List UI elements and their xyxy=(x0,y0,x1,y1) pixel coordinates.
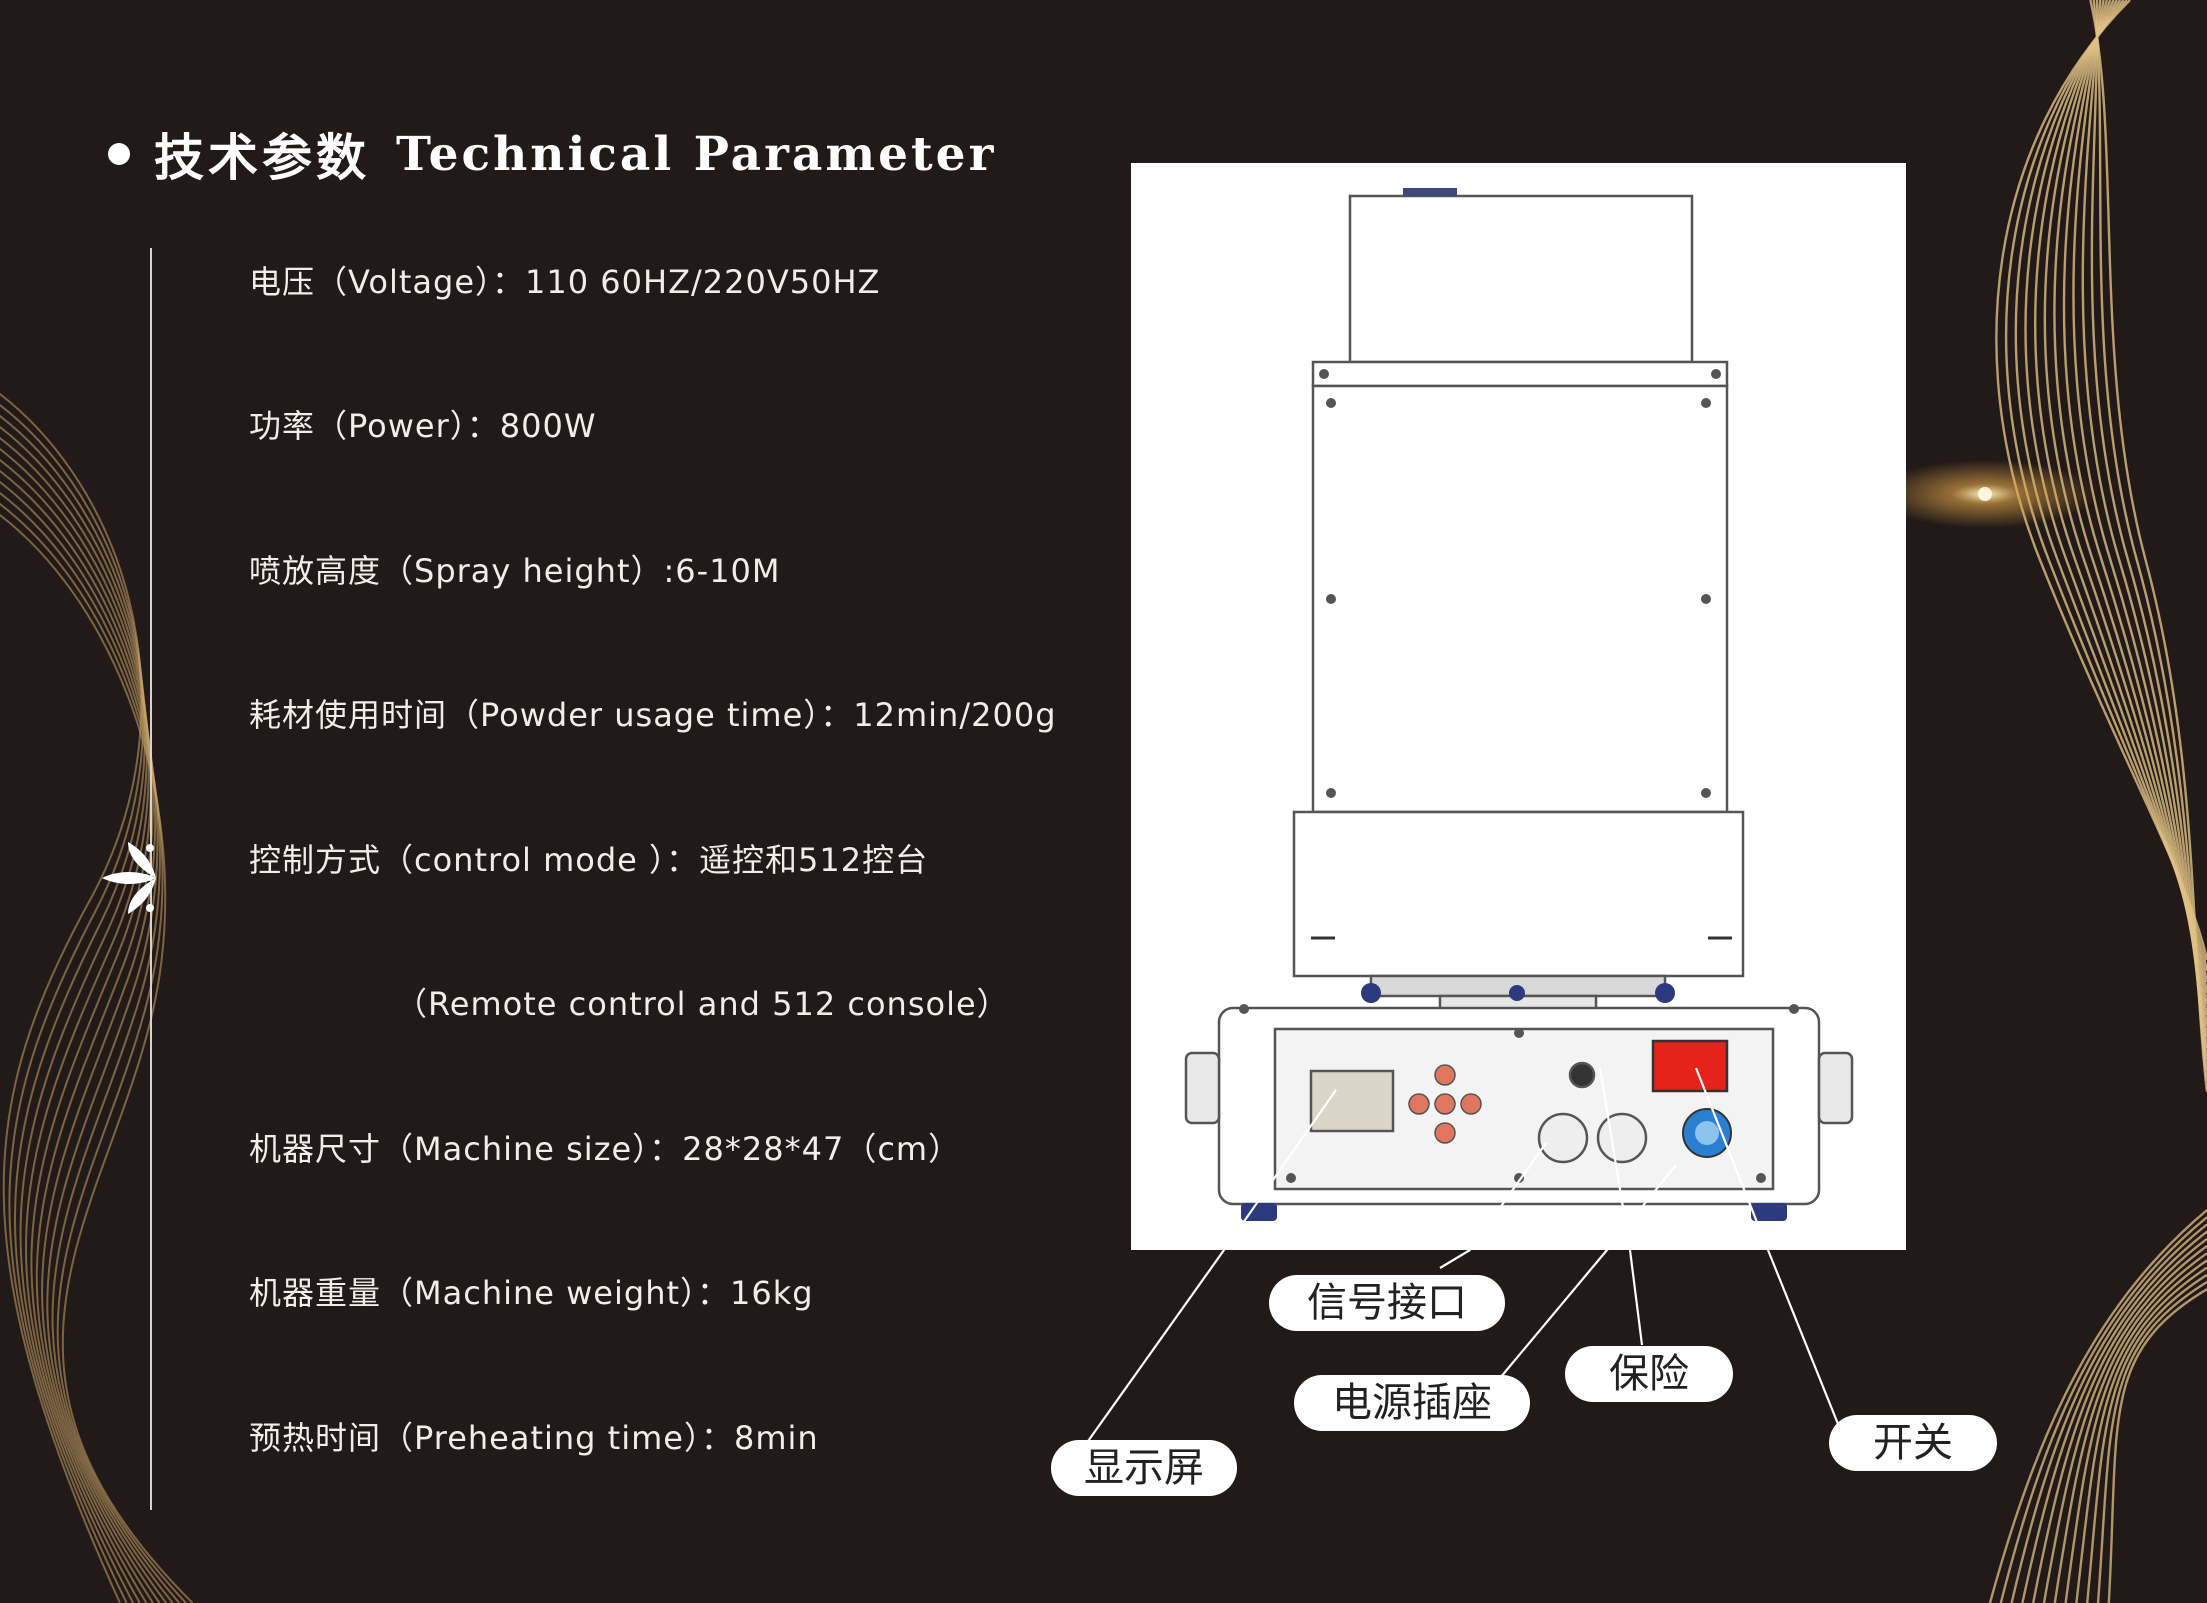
machine-drawing xyxy=(1184,188,1854,1221)
param-control-mode-english: （Remote control and 512 console） xyxy=(395,985,1010,1023)
param-voltage: 电压（Voltage）：110 60HZ/220V50HZ xyxy=(249,263,881,301)
page-title: 技术参数 Technical Parameter xyxy=(108,118,996,190)
callout-fuse: 保险 xyxy=(1565,1346,1733,1402)
param-machine-size: 机器尺寸（Machine size）：28*28*47（cm） xyxy=(249,1130,962,1168)
param-control-mode: 控制方式（control mode ）：遥控和512控台 xyxy=(249,841,929,879)
param-spray-height: 喷放高度（Spray height）:6-10M xyxy=(249,552,781,590)
product-photo-frame xyxy=(1131,163,1906,1250)
callout-switch: 开关 xyxy=(1829,1415,1997,1471)
callout-power-socket: 电源插座 xyxy=(1294,1375,1530,1431)
bullet-dot-icon xyxy=(108,143,130,165)
param-powder-usage-time: 耗材使用时间（Powder usage time）：12min/200g xyxy=(249,696,1057,734)
title-english: Technical Parameter xyxy=(396,126,997,182)
param-power: 功率（Power）：800W xyxy=(249,407,597,445)
title-chinese: 技术参数 xyxy=(154,128,370,187)
callout-signal-port: 信号接口 xyxy=(1269,1275,1505,1331)
leaf-ornament-icon xyxy=(102,842,156,914)
callout-display: 显示屏 xyxy=(1051,1440,1237,1496)
param-preheating-time: 预热时间（Preheating time）：8min xyxy=(249,1419,819,1457)
param-machine-weight: 机器重量（Machine weight）：16kg xyxy=(249,1274,814,1312)
